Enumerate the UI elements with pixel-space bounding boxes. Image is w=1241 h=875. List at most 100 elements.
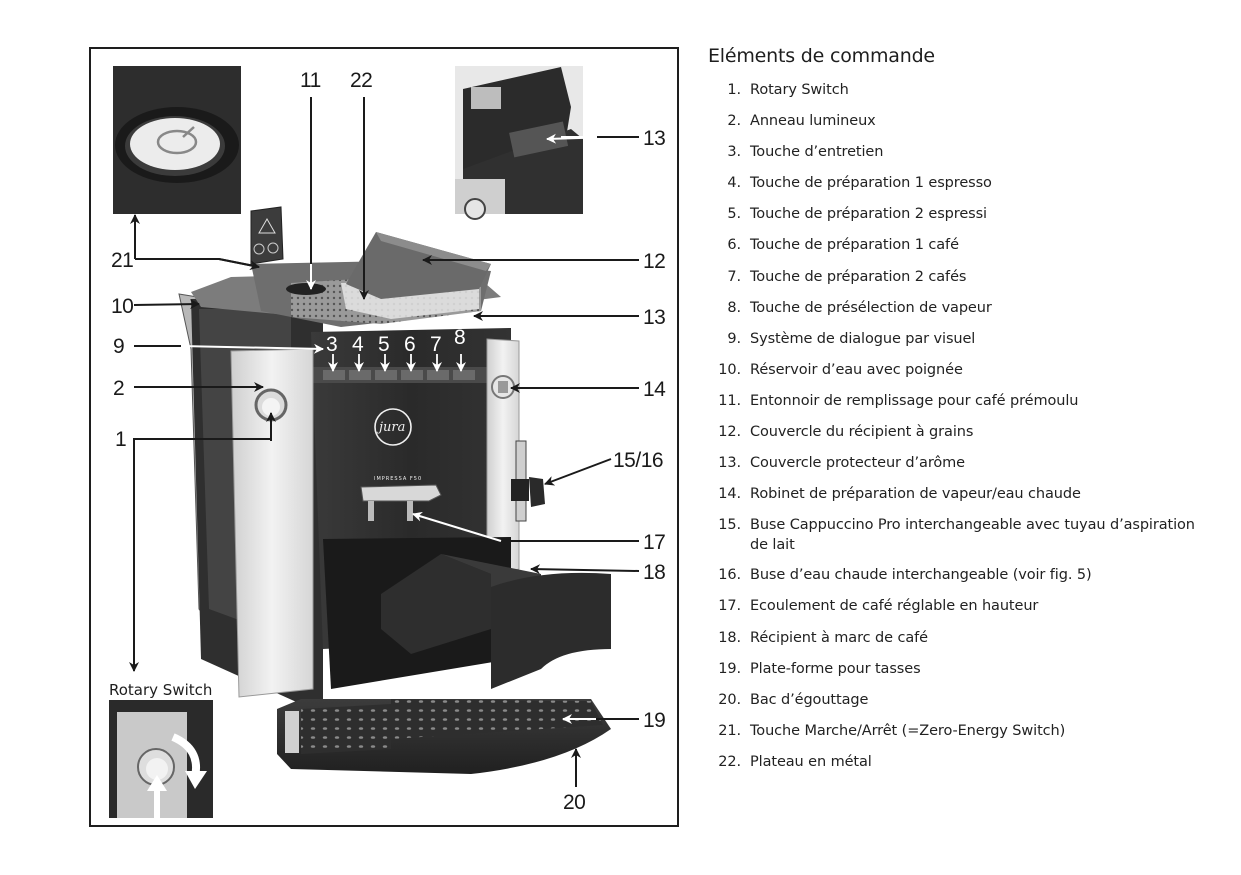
- callout-3: 3: [326, 333, 337, 356]
- legend-item-text: Touche d’entretien: [750, 144, 884, 161]
- svg-text:jura: jura: [376, 420, 405, 435]
- legend-item-text: Système de dialogue par visuel: [750, 330, 976, 347]
- machine-buttons: [323, 370, 475, 380]
- figure-frame: jura IMPRESSA F50 Rotary Switch: [89, 47, 679, 827]
- inset-power-button: [113, 66, 241, 214]
- legend-item: 7. Touche de préparation 2 cafés: [708, 267, 1208, 287]
- legend-item-number: 15.: [718, 517, 741, 534]
- callout-8: 8: [454, 326, 465, 349]
- legend-item-text: Entonnoir de remplissage pour café prémo…: [750, 392, 1079, 409]
- legend-item-text: Bac d’égouttage: [750, 691, 869, 708]
- callout-13-inset: 13: [643, 127, 665, 150]
- inset-caption-rotary-switch: Rotary Switch: [109, 681, 212, 699]
- legend-item-number: 6.: [727, 237, 741, 254]
- legend-item: 15. Buse Cappuccino Pro interchangeable a…: [708, 515, 1208, 555]
- callout-12: 12: [643, 250, 665, 273]
- legend-item-text: Récipient à marc de café: [750, 629, 928, 646]
- coffee-machine: jura IMPRESSA F50: [178, 206, 611, 774]
- legend-item: 4. Touche de préparation 1 espresso: [708, 173, 1208, 193]
- legend-item-text: Réservoir d’eau avec poignée: [750, 361, 963, 378]
- callout-17: 17: [643, 531, 665, 554]
- legend-item-text: Couvercle protecteur d’arôme: [750, 455, 965, 472]
- callout-13: 13: [643, 306, 665, 329]
- coffee-machine-illustration: jura IMPRESSA F50 Rotary Switch: [109, 66, 667, 818]
- legend-item-number: 11.: [718, 392, 741, 409]
- legend-item-number: 14.: [718, 486, 741, 503]
- legend-item-text: Touche de préparation 1 café: [750, 237, 959, 254]
- legend-item: 18. Récipient à marc de café: [708, 628, 1208, 648]
- jura-logo: jura: [374, 408, 412, 446]
- legend-item-text: Ecoulement de café réglable en hauteur: [750, 598, 1039, 615]
- legend-item-number: 4.: [727, 175, 741, 192]
- power-icon: [156, 126, 198, 155]
- legend-item: 10. Réservoir d’eau avec poignée: [708, 360, 1208, 380]
- callout-5: 5: [378, 333, 389, 356]
- legend-item: 21. Touche Marche/Arrêt (=Zero-Energy Swi…: [708, 721, 1208, 741]
- legend-item-text: Touche de présélection de vapeur: [750, 299, 992, 316]
- legend-item: 9. Système de dialogue par visuel: [708, 329, 1208, 349]
- callout-10: 10: [111, 295, 133, 318]
- legend-item: 3. Touche d’entretien: [708, 142, 1208, 162]
- legend-item-text: Buse d’eau chaude interchangeable (voir …: [750, 567, 1092, 584]
- legend-item-number: 7.: [727, 268, 741, 285]
- legend-item: 16. Buse d’eau chaude interchangeable (vo…: [708, 565, 1208, 585]
- callout-11: 11: [300, 69, 321, 92]
- inset-aroma-cover: [455, 66, 583, 220]
- legend-item-number: 3.: [727, 144, 741, 161]
- legend-item-number: 17.: [718, 598, 741, 615]
- callout-lines: [129, 97, 640, 787]
- legend-item-number: 20.: [718, 691, 741, 708]
- callout-6: 6: [404, 333, 415, 356]
- legend-list: 1. Rotary Switch 2.Anneau lumineux 3. Touc…: [708, 80, 1208, 772]
- callout-18: 18: [643, 561, 665, 584]
- legend-item: 17. Ecoulement de café réglable en hauteu…: [708, 596, 1208, 616]
- button-callout-arrows: [328, 354, 466, 372]
- legend-item-number: 5.: [727, 206, 741, 223]
- legend-item-text: Touche de préparation 1 espresso: [750, 175, 992, 192]
- inset-rotary-switch: [109, 700, 213, 818]
- callout-7: 7: [430, 333, 441, 356]
- legend-item: 14.Robinet de préparation de vapeur/eau …: [708, 484, 1208, 504]
- callout-9: 9: [113, 335, 124, 358]
- callout-1: 1: [115, 428, 126, 451]
- legend-item-text: Plateau en métal: [750, 753, 872, 770]
- legend-item: 1. Rotary Switch: [708, 80, 1208, 100]
- legend-item-number: 13.: [718, 455, 741, 472]
- legend-item-number: 21.: [718, 722, 741, 739]
- legend-item: 22. Plateau en métal: [708, 752, 1208, 772]
- legend-item: 11. Entonnoir de remplissage pour café pr…: [708, 391, 1208, 411]
- legend-item-number: 18.: [718, 629, 741, 646]
- callout-14: 14: [643, 378, 666, 401]
- callout-19: 19: [643, 709, 665, 732]
- legend-item-text: Touche de préparation 2 espressi: [750, 206, 987, 223]
- callout-20: 20: [563, 791, 585, 814]
- legend-title: Eléments de commande: [708, 45, 935, 67]
- legend-item-number: 22.: [718, 753, 741, 770]
- legend-item-number: 8.: [727, 299, 741, 316]
- legend-item: 6. Touche de préparation 1 café: [708, 235, 1208, 255]
- legend-item-number: 16.: [718, 567, 741, 584]
- legend-item: 2.Anneau lumineux: [708, 111, 1208, 131]
- legend-item: 8. Touche de présélection de vapeur: [708, 298, 1208, 318]
- controls-legend: Eléments de commande 1. Rotary Switch 2.A…: [708, 42, 1208, 783]
- legend-item: 13. Couvercle protecteur d’arôme: [708, 453, 1208, 473]
- callout-4: 4: [352, 333, 364, 356]
- callout-22: 22: [350, 69, 372, 92]
- legend-item-number: 12.: [718, 424, 741, 441]
- legend-item-text: Buse Cappuccino Pro interchangeable avec…: [750, 517, 1195, 554]
- legend-item-text: Touche de préparation 2 cafés: [750, 268, 967, 285]
- legend-item: 12. Couvercle du récipient à grains: [708, 422, 1208, 442]
- legend-item-number: 9.: [727, 330, 741, 347]
- svg-text:IMPRESSA F50: IMPRESSA F50: [374, 476, 422, 482]
- legend-item-text: Rotary Switch: [750, 82, 849, 98]
- legend-item: 19.Plate-forme pour tasses: [708, 659, 1208, 679]
- legend-item: 5. Touche de préparation 2 espressi: [708, 204, 1208, 224]
- callout-2: 2: [113, 377, 124, 400]
- legend-item-number: 19.: [718, 660, 741, 677]
- legend-item-text: Anneau lumineux: [750, 113, 876, 130]
- legend-item-number: 10.: [718, 361, 741, 378]
- legend-item-text: Touche Marche/Arrêt (=Zero-Energy Switch…: [750, 722, 1066, 739]
- legend-item: 20. Bac d’égouttage: [708, 690, 1208, 710]
- legend-item-number: 1.: [727, 82, 741, 98]
- legend-item-text: Couvercle du récipient à grains: [750, 424, 974, 441]
